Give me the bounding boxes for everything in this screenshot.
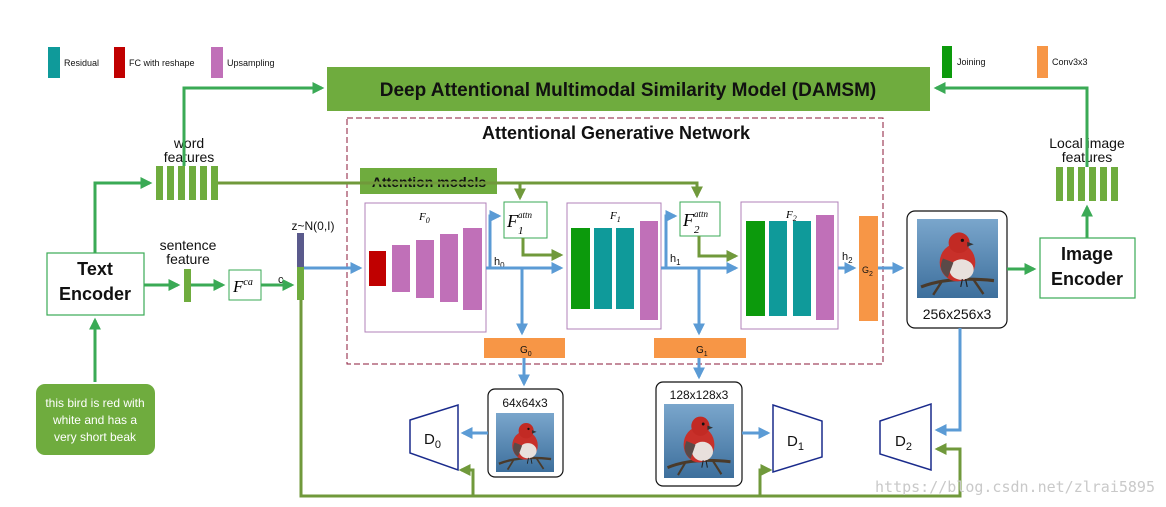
f1-res-block-2 [616, 228, 634, 309]
legend-label-fc: FC with reshape [129, 58, 195, 68]
legend-swatch-upsampling [211, 47, 223, 78]
arrow-image256-to-d2 [934, 328, 962, 436]
image-encoder-box [1039, 237, 1136, 299]
noise-label: z~N(0,I) [291, 219, 334, 233]
c-label: c [278, 274, 284, 286]
f2-label: F2 [785, 209, 797, 223]
d1-label: D1 [787, 433, 804, 453]
res-256-label: 256x256x3 [923, 306, 992, 322]
arrow-f2attn-to-f2 [697, 236, 739, 262]
legend-label-upsampling: Upsampling [227, 58, 275, 68]
g1-label: G1 [696, 345, 708, 358]
arrow-word-to-damsm [182, 82, 325, 166]
arrow-c-to-d1 [758, 464, 773, 496]
g0-label: G0 [520, 345, 532, 358]
fca-label: Fca [232, 277, 253, 296]
damsm-banner [327, 67, 930, 111]
f1attn-box [503, 201, 548, 239]
caption-line-1: this bird is red with [45, 396, 144, 410]
legend-swatch-conv [1037, 46, 1048, 78]
sentence-feature-bar [184, 269, 191, 302]
f1-up-block [640, 221, 658, 320]
arrow-h1-to-f2attn [664, 210, 678, 268]
f2-res-block-2 [793, 221, 811, 316]
f0-up-block-2 [416, 240, 434, 298]
arrow-f1attn-to-f1 [521, 238, 564, 261]
olive-arrows [218, 181, 962, 498]
arrow-local-to-damsm [933, 82, 1089, 167]
word-features-bars [156, 166, 218, 200]
image-encoder-label-1: Image [1061, 244, 1113, 264]
word-features-label-1: word [173, 135, 204, 151]
image-256-bird [915, 217, 1000, 300]
legend-label-residual: Residual [64, 58, 99, 68]
agn-border [346, 117, 884, 365]
text-encoder-label-1: Text [77, 259, 113, 279]
arrow-c-to-d2 [299, 300, 962, 498]
f2-join-block [746, 221, 765, 316]
watermark-text: https://blog.csdn.net/zlrai5895 [875, 478, 1155, 496]
res-128-label: 128x128x3 [670, 388, 729, 402]
green-arrows [89, 82, 1093, 382]
d0-label: D0 [424, 431, 441, 451]
arrow-h0-to-f1attn [488, 210, 502, 268]
d2-trapezoid [879, 402, 932, 472]
local-features-bars [1056, 167, 1118, 201]
f0-up-block-3 [440, 234, 458, 302]
h2-label: h2 [842, 251, 853, 265]
d0-trapezoid [409, 403, 459, 472]
g2-block [859, 216, 878, 321]
legend-swatch-joining [942, 46, 952, 78]
arrow-encoder-to-word [93, 177, 153, 253]
legend: Residual FC with reshape Upsampling Join… [48, 46, 1088, 78]
agn-title: Attentional Generative Network [482, 123, 751, 143]
f0-up-block-1 [392, 245, 410, 292]
d2-label: D2 [895, 433, 912, 453]
sentence-feature-label-2: feature [166, 251, 210, 267]
caption-box [36, 384, 155, 455]
d1-trapezoid [772, 403, 823, 474]
f0-fc-block [369, 251, 386, 286]
legend-swatch-fc [114, 47, 125, 78]
f0-label: F0 [418, 211, 430, 225]
g0-block [484, 338, 565, 358]
f1-label: F1 [609, 210, 621, 224]
sentence-feature-label-1: sentence [160, 237, 217, 253]
f2-up-block [816, 215, 834, 320]
legend-swatch-residual [48, 47, 60, 78]
blue-arrows [304, 210, 962, 439]
legend-label-joining: Joining [957, 57, 986, 67]
f1-res-block-1 [594, 228, 612, 309]
image-encoder-label-2: Encoder [1051, 269, 1123, 289]
f0-up-block-4 [463, 228, 482, 310]
caption-line-2: white and has a [52, 413, 137, 427]
h0-label: h0 [494, 256, 505, 270]
attention-models-bar [360, 168, 497, 194]
c-bar [297, 267, 304, 300]
caption-line-3: very short beak [54, 430, 137, 444]
g2-label: G2 [862, 265, 873, 278]
text-encoder-label-2: Encoder [59, 284, 131, 304]
f2-res-block-1 [769, 221, 787, 316]
text-encoder-box [46, 252, 145, 316]
arrow-word-to-f2attn [218, 181, 703, 199]
damsm-title: Deep Attentional Multimodal Similarity M… [380, 80, 876, 101]
image-128-bird [662, 402, 736, 480]
g1-block [654, 338, 746, 358]
h1-label: h1 [670, 253, 681, 267]
legend-label-conv: Conv3x3 [1052, 57, 1088, 67]
res-64-label: 64x64x3 [502, 396, 548, 410]
word-features-label-2: features [164, 149, 215, 165]
image-64-bird [494, 411, 556, 474]
noise-bar [297, 233, 304, 267]
f1-join-block [571, 228, 590, 309]
arrow-c-to-d0 [458, 464, 475, 496]
